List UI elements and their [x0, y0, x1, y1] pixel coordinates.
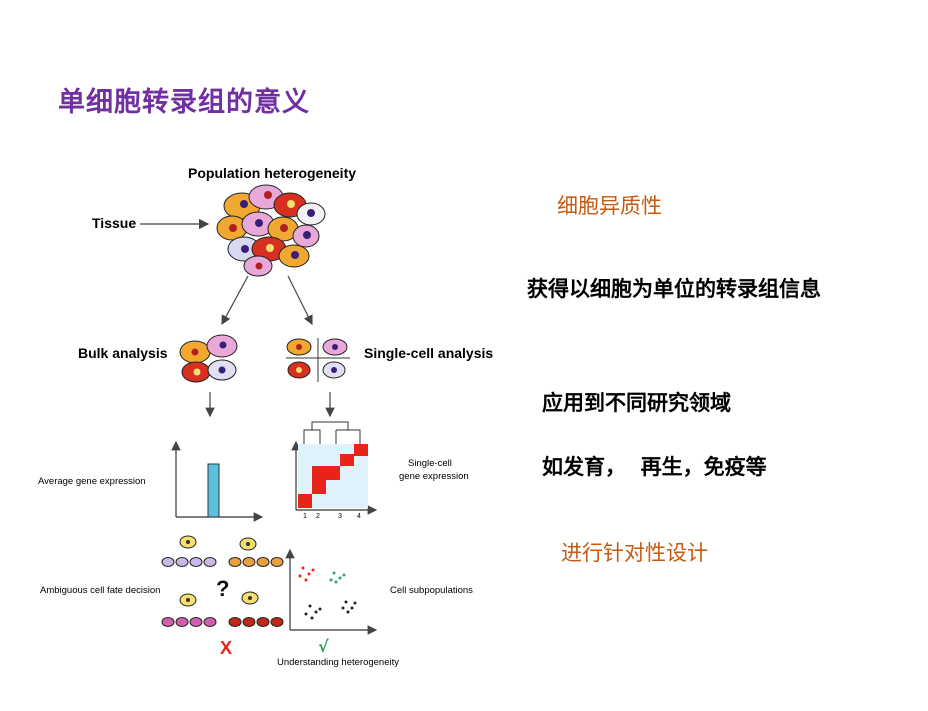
question-mark: ? — [216, 576, 229, 601]
heatmap-col-4: 4 — [357, 513, 361, 520]
average-expression-bar — [207, 463, 220, 518]
cross-mark: X — [220, 638, 232, 658]
point-targeted-design: 进行针对性设计 — [561, 541, 708, 565]
point-examples: 如发育， 再生，免疫等 — [542, 455, 767, 479]
point-cell-unit-transcriptome: 获得以细胞为单位的转录组信息 — [527, 277, 821, 301]
bulk-split-arrow — [221, 275, 249, 326]
check-mark: √ — [318, 637, 329, 656]
heatmap-col-3: 3 — [338, 513, 342, 520]
tissue-label: Tissue — [92, 215, 136, 231]
ambiguous-fate-illustration: ? X — [161, 535, 284, 658]
subpopulation-scatter: √ — [285, 548, 378, 656]
single-cell-analysis-label: Single-cell analysis — [364, 345, 493, 361]
slide-title: 单细胞转录组的意义 — [58, 87, 310, 118]
single-cell-heatmap: 1 2 3 4 — [291, 421, 378, 520]
sc-expression-label-2: gene expression — [399, 471, 469, 482]
heatmap-col-1: 1 — [303, 513, 307, 520]
average-expression-label: Average gene expression — [38, 476, 146, 487]
bulk-cell-group — [179, 334, 238, 383]
cell-subpopulations-label: Cell subpopulations — [390, 585, 473, 596]
bulk-analysis-label: Bulk analysis — [78, 345, 168, 361]
separated-cell-group — [286, 338, 350, 382]
average-expression-chart — [171, 440, 264, 522]
tissue-cell-cluster — [216, 184, 326, 277]
point-research-fields: 应用到不同研究领域 — [542, 391, 731, 415]
point-heterogeneity: 细胞异质性 — [557, 194, 662, 218]
understanding-heterogeneity-label: Understanding heterogeneity — [277, 657, 399, 668]
sc-expression-label-1: Single-cell — [408, 458, 452, 469]
ambiguous-fate-label: Ambiguous cell fate decision — [40, 585, 160, 596]
single-cell-split-arrow — [287, 275, 313, 326]
population-heterogeneity-label: Population heterogeneity — [188, 165, 356, 181]
heatmap-col-2: 2 — [316, 513, 320, 520]
